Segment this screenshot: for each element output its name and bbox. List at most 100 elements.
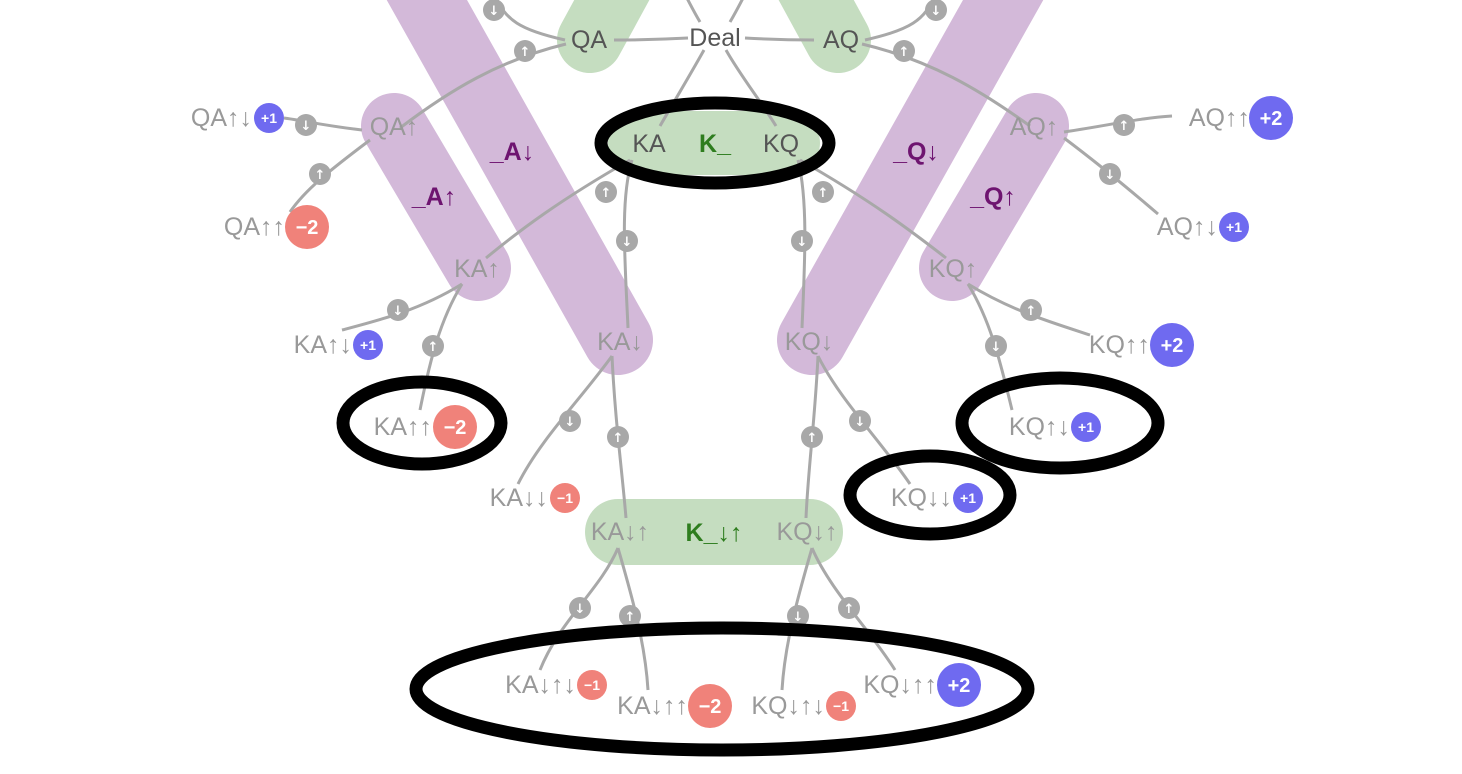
svg-text:KA↑↓: KA↑↓ xyxy=(294,331,352,359)
terminal-ka-down-up-up: KA↓↑↑ −2 xyxy=(617,684,732,728)
terminal-qa-up-down: QA↑↓ +1 xyxy=(191,103,284,133)
action-down-dot: ↓ xyxy=(616,230,638,252)
terminal-nodes: QA↑↓ +1 QA↑↑ −2 AQ↑↑ +2 AQ↑↓ +1 KA↑↓ +1 … xyxy=(191,96,1293,728)
action-up-dot: ↑ xyxy=(812,181,834,203)
highlight-ring-k-info-set xyxy=(594,96,836,190)
terminal-ka-up-up: KA↑↑ −2 xyxy=(374,405,477,449)
action-up-dot: ↑ xyxy=(893,40,915,62)
svg-text:↑: ↑ xyxy=(818,186,829,201)
info-set-big-left-purple xyxy=(386,0,653,375)
node-ka-up: KA↑ xyxy=(454,255,500,283)
action-up-dot: ↑ xyxy=(514,40,536,62)
svg-text:AQ↑↓: AQ↑↓ xyxy=(1157,213,1218,241)
info-set-top-left-green xyxy=(557,0,650,73)
svg-text:↓: ↓ xyxy=(575,602,586,617)
action-down-dot: ↓ xyxy=(569,597,591,619)
action-markers: ↑ ↓ ↑ ↓ ↓ ↑ ↑ ↓ ↑ ↓ ↑ ↓ ↓ ↑ ↑ ↓ ↓ ↑ ↑ ↓ … xyxy=(295,0,1135,627)
decision-nodes: Deal QA AQ KA KQ QA↑ AQ↑ KA↑ KQ↑ KA↓ KQ↓… xyxy=(370,24,1059,546)
info-set-label-q-up: _Q↑ xyxy=(969,183,1016,211)
highlight-ring-bottom-terminals xyxy=(409,621,1035,757)
info-set-label-a-down: _A↓ xyxy=(489,138,534,166)
svg-text:↑: ↑ xyxy=(315,168,326,183)
action-down-dot: ↓ xyxy=(849,410,871,432)
node-ka-down: KA↓ xyxy=(597,328,643,356)
svg-text:↑: ↑ xyxy=(428,340,439,355)
node-kq-down: KQ↓ xyxy=(785,328,834,356)
svg-text:↑: ↑ xyxy=(1026,304,1037,319)
svg-text:−2: −2 xyxy=(296,217,319,239)
info-set-label-q-down: _Q↓ xyxy=(892,138,939,166)
terminal-aq-up-down: AQ↑↓ +1 xyxy=(1157,212,1249,242)
svg-text:↓: ↓ xyxy=(565,415,576,430)
info-set-small-left-purple xyxy=(361,93,511,301)
root-node-deal: Deal xyxy=(689,24,740,52)
node-qa: QA xyxy=(571,26,607,54)
highlight-ring-kq-up-down xyxy=(955,371,1165,475)
node-kq: KQ xyxy=(763,130,799,158)
svg-text:+1: +1 xyxy=(960,490,976,506)
svg-text:↓: ↓ xyxy=(931,4,942,19)
svg-text:↑: ↑ xyxy=(807,431,818,446)
node-kq-up: KQ↑ xyxy=(929,255,978,283)
svg-text:−2: −2 xyxy=(444,417,467,439)
svg-text:KA↑↑: KA↑↑ xyxy=(374,413,432,441)
svg-text:↑: ↑ xyxy=(844,602,855,617)
svg-text:KQ↓↑↑: KQ↓↑↑ xyxy=(863,671,937,699)
node-ka-down-up: KA↓↑ xyxy=(591,518,649,546)
svg-text:+2: +2 xyxy=(1161,335,1184,357)
svg-text:↓: ↓ xyxy=(622,235,633,250)
action-down-dot: ↓ xyxy=(791,230,813,252)
svg-text:↓: ↓ xyxy=(393,304,404,319)
svg-text:KQ↓↑↓: KQ↓↑↓ xyxy=(751,692,825,720)
action-up-dot: ↑ xyxy=(1113,114,1135,136)
svg-text:−1: −1 xyxy=(557,490,573,506)
terminal-kq-up-down: KQ↑↓ +1 xyxy=(1009,412,1101,442)
svg-text:+2: +2 xyxy=(1260,108,1283,130)
node-aq-up: AQ↑ xyxy=(1010,113,1059,141)
svg-text:↓: ↓ xyxy=(1105,168,1116,183)
svg-text:KQ↑↑: KQ↑↑ xyxy=(1089,331,1150,359)
svg-text:−1: −1 xyxy=(584,677,600,693)
node-kq-down-up: KQ↓↑ xyxy=(776,518,837,546)
action-down-dot: ↓ xyxy=(559,410,581,432)
svg-text:+1: +1 xyxy=(261,110,277,126)
node-aq: AQ xyxy=(823,26,859,54)
svg-text:↑: ↑ xyxy=(899,45,910,60)
node-qa-up: QA↑ xyxy=(370,113,419,141)
action-down-dot: ↓ xyxy=(985,335,1007,357)
svg-text:+1: +1 xyxy=(1226,219,1242,235)
svg-text:QA↑↓: QA↑↓ xyxy=(191,104,252,132)
action-down-dot: ↓ xyxy=(483,0,505,21)
action-down-dot: ↓ xyxy=(787,605,809,627)
highlight-ring-ka-up-up xyxy=(336,375,508,471)
action-up-dot: ↑ xyxy=(1020,299,1042,321)
svg-text:↓: ↓ xyxy=(797,235,808,250)
action-up-dot: ↑ xyxy=(801,426,823,448)
info-set-big-right-purple xyxy=(777,0,1044,375)
svg-text:KA↓↑↓: KA↓↑↓ xyxy=(505,671,576,699)
svg-text:+2: +2 xyxy=(948,675,971,697)
action-down-dot: ↓ xyxy=(295,114,317,136)
svg-text:↓: ↓ xyxy=(489,4,500,19)
svg-text:−1: −1 xyxy=(833,698,849,714)
info-set-label-k: K_ xyxy=(699,130,732,158)
information-sets xyxy=(361,0,1069,565)
svg-text:↑: ↑ xyxy=(625,610,636,625)
action-up-dot: ↑ xyxy=(595,181,617,203)
info-set-top-right-green xyxy=(778,0,871,73)
svg-text:↑: ↑ xyxy=(1119,119,1130,134)
highlight-rings xyxy=(336,96,1165,757)
action-up-dot: ↑ xyxy=(619,605,641,627)
svg-text:KA↓↓: KA↓↓ xyxy=(490,484,548,512)
svg-text:−2: −2 xyxy=(699,696,722,718)
action-up-dot: ↑ xyxy=(422,335,444,357)
node-ka: KA xyxy=(632,130,666,158)
terminal-kq-down-up-up: KQ↓↑↑ +2 xyxy=(863,663,981,707)
action-up-dot: ↑ xyxy=(838,597,860,619)
svg-text:↓: ↓ xyxy=(855,415,866,430)
svg-text:KQ↓↓: KQ↓↓ xyxy=(891,484,952,512)
svg-text:KQ↑↓: KQ↑↓ xyxy=(1009,413,1070,441)
action-down-dot: ↓ xyxy=(387,299,409,321)
svg-text:AQ↑↑: AQ↑↑ xyxy=(1189,104,1250,132)
